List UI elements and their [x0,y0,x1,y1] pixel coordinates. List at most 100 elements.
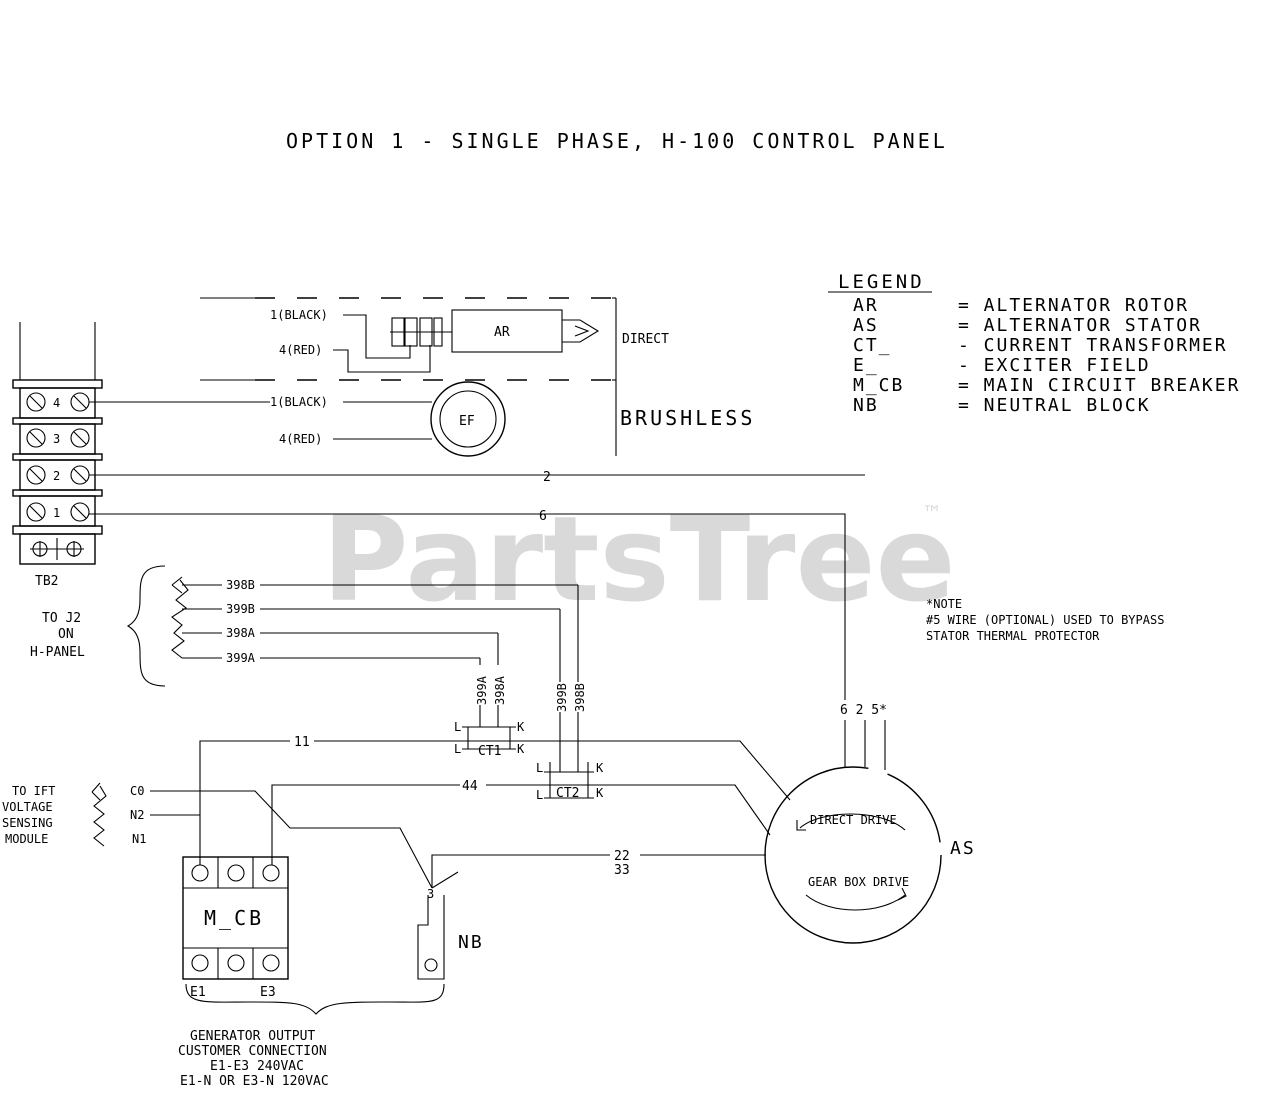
terminal-block-tb2: 4 3 2 1 [12,322,103,565]
watermark-trademark: ™ [922,501,942,525]
ct2-l-bottom: L [536,788,543,802]
e1-label: E1 [190,985,206,1000]
tb2-terminal-4: 4 [53,396,60,410]
exciter-field: EF [430,381,506,457]
ct1-k-bottom: K [517,742,525,756]
tb2-terminal-2: 2 [53,469,60,483]
output-label-4: E1-N OR E3-N 120VAC [180,1074,329,1089]
black-wire-label-1: 1(BLACK) [270,308,328,322]
red-wire-label-2: 4(RED) [279,432,322,446]
wire-22-left [431,854,610,888]
wire-11-right [314,740,791,801]
tb2-label: TB2 [35,574,58,589]
to-j2-label-1: TO J2 [42,611,81,626]
vwire-398b-label: 398B [573,683,587,712]
ct2-label: CT2 [556,786,579,801]
current-transformer-ct2: L K L K CT2 [536,761,604,802]
ct2-k-bottom: K [596,786,604,800]
legend-heading: LEGEND [838,271,925,293]
legend: LEGEND AR = ALTERNATOR ROTOR AS = ALTERN… [828,271,1240,416]
ef-label: EF [459,414,475,429]
legend-code-ct: CT_ [853,335,892,356]
wire-c0 [150,790,433,889]
ct2-k-top: K [596,761,604,775]
wire-n1-label: N1 [132,832,146,846]
legend-code-nb: NB [853,395,879,416]
tb2-terminal-3: 3 [53,432,60,446]
ift-wire-arrow [91,782,107,847]
vwire-399b-label: 399B [555,683,569,712]
legend-code-as: AS [853,315,879,336]
neutral-block: 3 [417,887,445,980]
wire-6 [89,513,846,700]
red-wire-label-1: 4(RED) [279,343,322,357]
legend-code-mcb: M_CB [853,375,904,396]
legend-desc-mcb: = MAIN CIRCUIT BREAKER [958,375,1240,396]
wire-398a-label: 398A [226,626,256,640]
as-label: AS [950,838,976,859]
note-line-1: #5 WIRE (OPTIONAL) USED TO BYPASS [926,613,1164,627]
ct1-label: CT1 [478,744,501,759]
output-label-3: E1-E3 240VAC [210,1059,304,1074]
to-ift-label-1: TO IFT [12,784,55,798]
legend-desc-ar: = ALTERNATOR ROTOR [958,295,1189,316]
ct-signal-wires [171,576,579,772]
mcb-label: M_CB [204,906,264,930]
vwire-399a-label: 399A [475,675,489,705]
ct1-l-bottom: L [454,742,461,756]
legend-desc-ct: - CURRENT TRANSFORMER [958,335,1228,356]
nb-label: NB [458,932,484,953]
brush-option-box [200,297,617,456]
black-wire-label-2: 1(BLACK) [270,395,328,409]
stator-lead-labels: 6 2 5* [840,703,887,718]
to-ift-label-3: SENSING [2,816,53,830]
ct2-l-top: L [536,761,543,775]
wire-399a-label: 399A [226,651,256,665]
legend-desc-ef: - EXCITER FIELD [958,355,1151,376]
wire-11-left [199,740,290,865]
wire-44-left [271,784,460,865]
wire-n2-label: N2 [130,808,144,822]
e3-label: E3 [260,985,276,1000]
legend-code-ar: AR [853,295,879,316]
wire-399b-label: 399B [226,602,255,616]
watermark-brand: PartsTree [322,490,956,628]
note-line-2: STATOR THERMAL PROTECTOR [926,629,1100,643]
ct1-k-top: K [517,720,525,734]
gear-box-drive-label: GEAR BOX DRIVE [808,875,909,889]
wire-33-link [431,871,459,889]
output-brace [185,983,445,1015]
to-j2-label-3: H-PANEL [30,645,85,660]
ar-label: AR [494,325,510,340]
brushless-label: BRUSHLESS [620,406,755,430]
ct1-l-top: L [454,720,461,734]
legend-desc-nb: = NEUTRAL BLOCK [958,395,1151,416]
to-ift-label-4: MODULE [5,832,48,846]
direct-label: DIRECT [622,332,669,347]
wire-33-label: 33 [614,863,630,878]
legend-code-ef: E_ [853,355,879,376]
alternator-rotor: AR [390,309,600,353]
current-transformer-ct1: L K L K CT1 [454,720,525,759]
diagram-title: OPTION 1 - SINGLE PHASE, H-100 CONTROL P… [286,129,948,153]
wire-44-label: 44 [462,779,478,794]
wire-44-right [486,784,771,836]
main-circuit-breaker: M_CB [182,856,289,980]
output-label-2: CUSTOMER CONNECTION [178,1044,327,1059]
wire-2-label: 2 [543,470,551,485]
wire-11-label: 11 [294,735,310,750]
to-ift-label-2: VOLTAGE [2,800,53,814]
wire-c0-label: C0 [130,784,144,798]
alternator-stator: DIRECT DRIVE GEAR BOX DRIVE [764,720,942,944]
note-heading: *NOTE [926,597,962,611]
j2-brace [126,565,166,687]
wire-22-label: 22 [614,849,630,864]
wire-398b-label: 398B [226,578,255,592]
tb2-terminal-1: 1 [53,506,60,520]
to-j2-label-2: ON [58,627,74,642]
wire-6-label: 6 [539,509,547,524]
nb-pin-label: 3 [427,887,434,901]
direct-drive-label: DIRECT DRIVE [810,813,897,827]
output-label-1: GENERATOR OUTPUT [190,1029,315,1044]
